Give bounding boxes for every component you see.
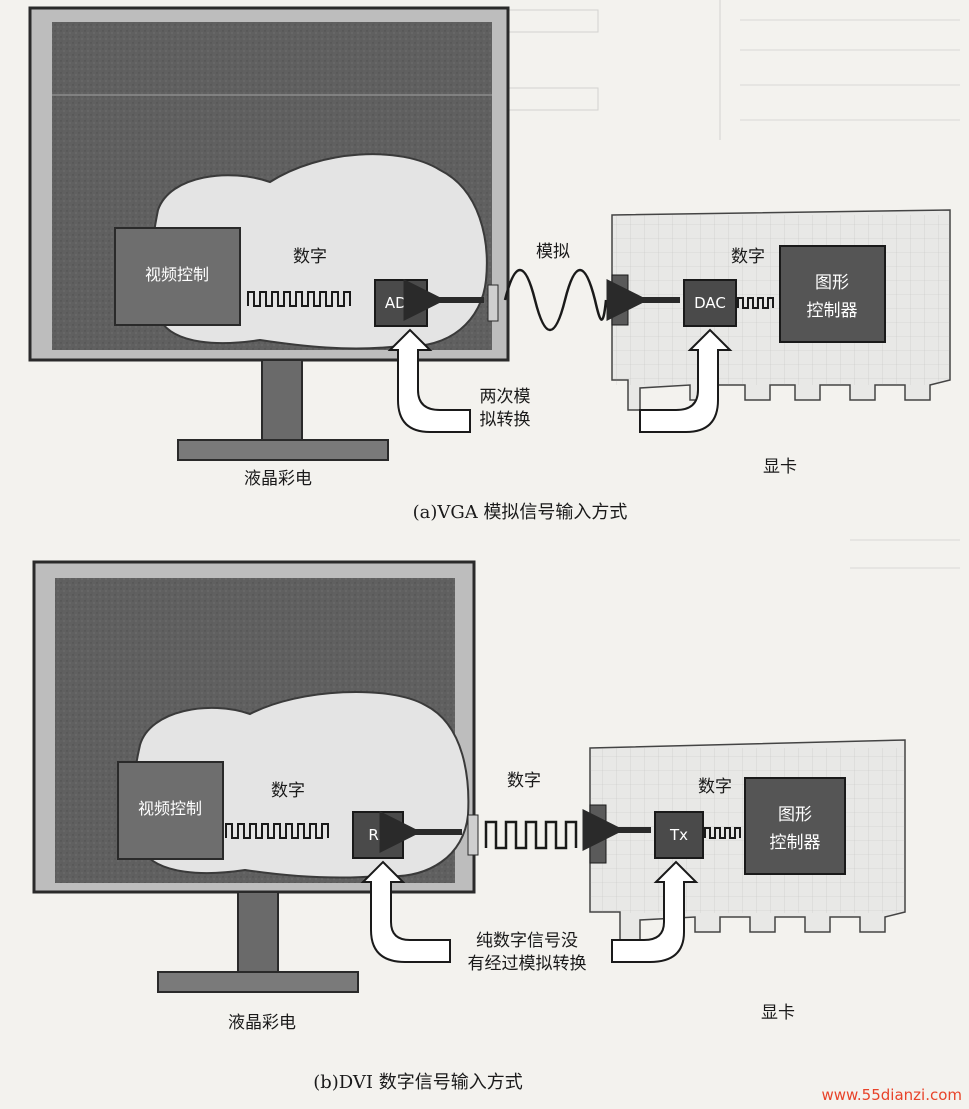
monitor-digital-label: 数字 [271, 781, 305, 801]
video-control-label: 视频控制 [145, 265, 209, 284]
monitor-digital-label: 数字 [293, 247, 327, 267]
digital-path-arrow-monitor [360, 860, 451, 963]
background-bleed [497, 0, 960, 569]
graphics-card-a: 数字 DAC 图形 控制器 [606, 209, 951, 411]
graphics-controller-block [744, 777, 846, 875]
card-digital-label: 数字 [698, 777, 732, 797]
graphics-controller-line2: 控制器 [770, 833, 821, 853]
analog-sine-wave [503, 268, 608, 332]
dac-chip [683, 279, 737, 327]
digital-path-arrow-card [611, 860, 699, 963]
dvi-port-monitor [467, 814, 479, 856]
graphics-controller-line1: 图形 [778, 805, 812, 825]
card-a-label: 显卡 [763, 457, 797, 477]
graphics-controller-block [779, 245, 886, 343]
monitor-neck [237, 891, 279, 973]
conversion-arrow-monitor [387, 328, 471, 433]
conversion-note-line1: 两次模 [480, 387, 531, 407]
adc-label: ADC [385, 294, 417, 312]
card-digital-wave [737, 297, 774, 309]
conversion-arrow-card [639, 328, 733, 433]
analog-link: 模拟 [503, 242, 608, 332]
digital-note-line2: 有经过模拟转换 [468, 954, 587, 974]
lcd-monitor-a: 视频控制 数字 ADC [28, 6, 510, 461]
caption-a: (a)VGA 模拟信号输入方式 [413, 502, 628, 523]
monitor-base [177, 439, 389, 461]
card-digital-label: 数字 [731, 247, 765, 267]
monitor-a-label: 液晶彩电 [244, 469, 312, 489]
conversion-note-line2: 拟转换 [480, 410, 531, 430]
graphics-controller-line1: 图形 [815, 273, 849, 293]
card-digital-wave [704, 827, 741, 839]
graphics-card-b: 数字 Tx 图形 控制器 [582, 739, 906, 946]
dvi-port-card [589, 804, 607, 864]
lcd-monitor-b: 视频控制 数字 Rx [32, 560, 479, 993]
graphics-controller-line2: 控制器 [807, 301, 858, 321]
digital-link: 数字 [484, 771, 578, 850]
rx-label: Rx [368, 826, 387, 844]
monitor-b-label: 液晶彩电 [228, 1013, 296, 1033]
vga-port-monitor [487, 284, 499, 322]
analog-label: 模拟 [536, 242, 570, 262]
video-control-block [114, 227, 241, 326]
digital-signal-wave [225, 823, 329, 839]
card-b-label: 显卡 [761, 1003, 795, 1023]
cable-digital-wave [484, 820, 578, 850]
watermark: www.55dianzi.com [821, 1086, 962, 1104]
monitor-base [157, 971, 359, 993]
video-control-label: 视频控制 [138, 799, 202, 818]
tx-label: Tx [669, 826, 688, 844]
panel-b: 视频控制 数字 Rx 数字 数字 Tx 图形 控制器 纯数字信号 [32, 560, 906, 1093]
cable-digital-label: 数字 [507, 771, 541, 791]
dac-label: DAC [694, 294, 726, 312]
monitor-neck [261, 359, 303, 441]
digital-note-line1: 纯数字信号没 [476, 931, 578, 951]
digital-signal-wave [247, 291, 351, 307]
video-control-block [117, 761, 224, 860]
vga-port-card [611, 274, 629, 326]
tx-chip [654, 811, 704, 859]
caption-b: (b)DVI 数字信号输入方式 [313, 1072, 523, 1093]
panel-a: 视频控制 数字 ADC 模拟 数字 DAC 图形 [28, 6, 951, 523]
